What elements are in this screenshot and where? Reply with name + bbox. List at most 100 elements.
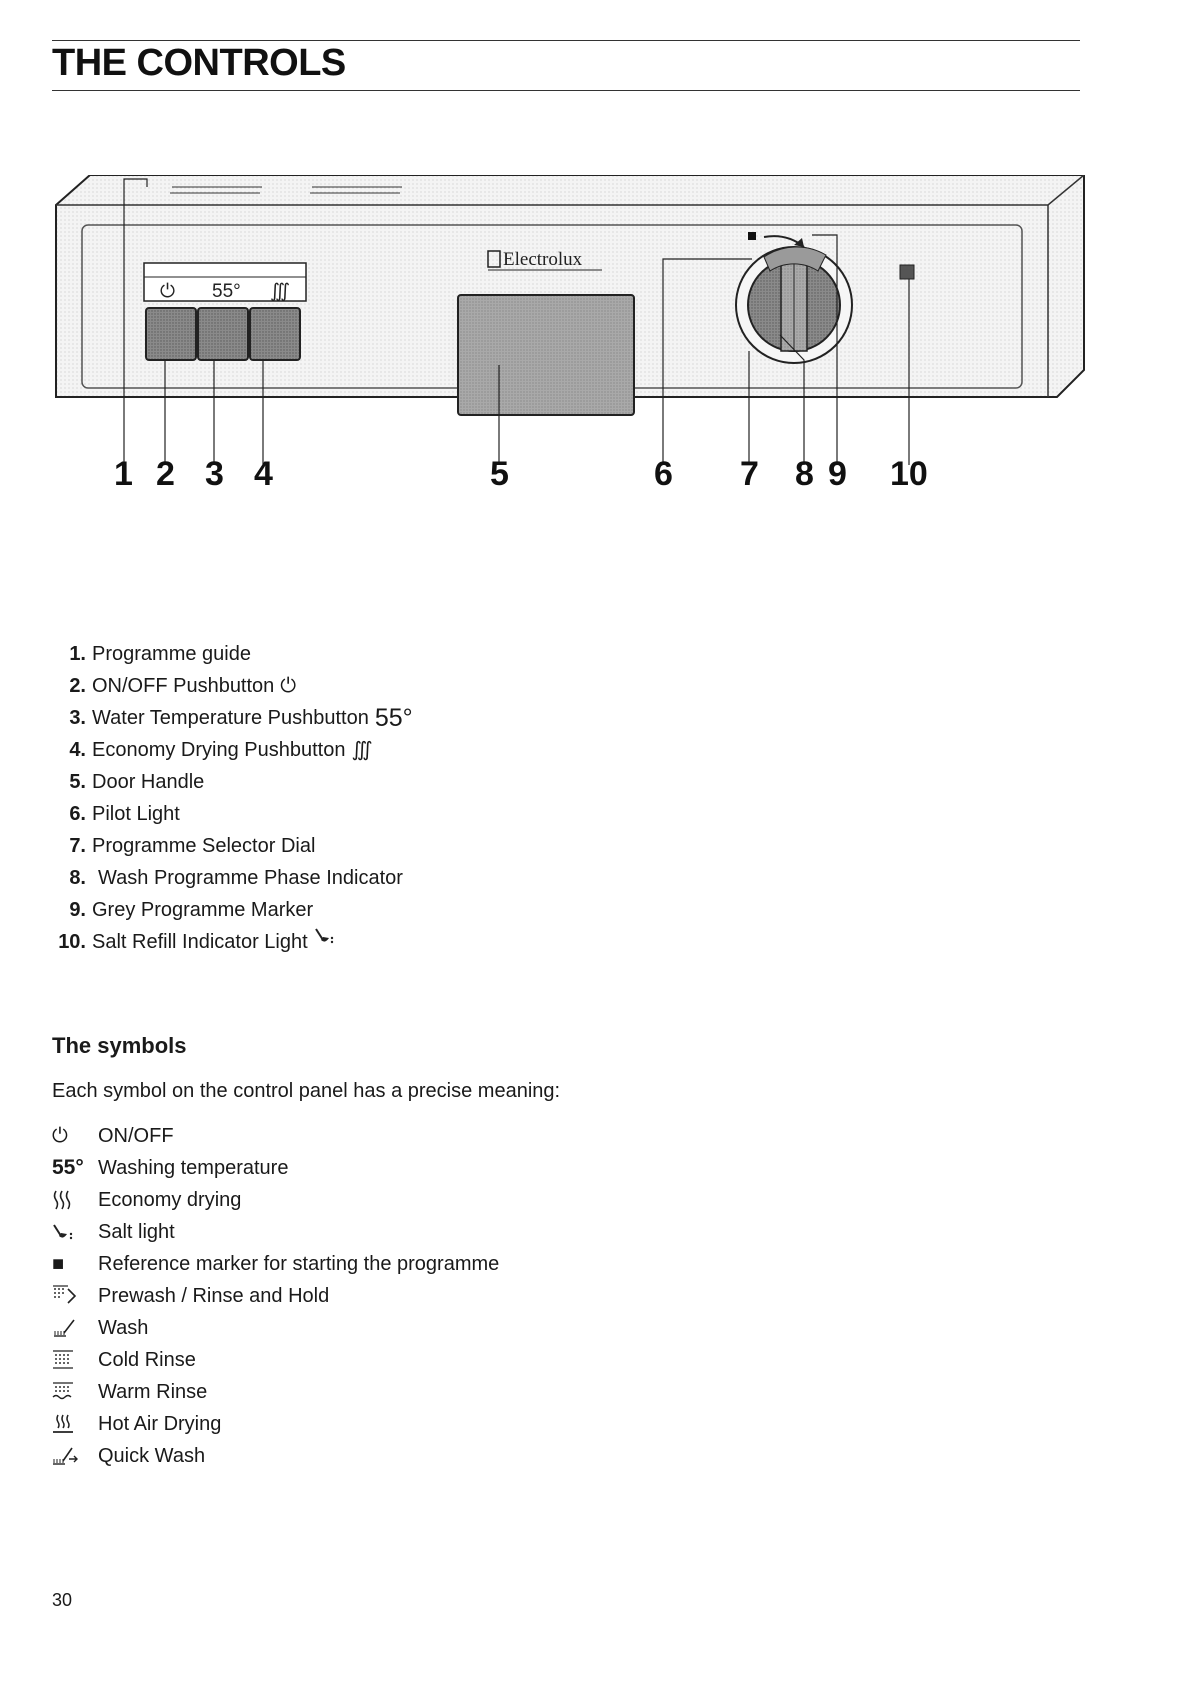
economy-drying-icon: ∭ [351,739,373,761]
salt-refill-indicator-light [899,264,915,280]
symbol-label: Warm Rinse [98,1381,208,1403]
page-title: THE CONTROLS [52,42,346,84]
callout-2: 2 [156,455,175,493]
symbol-row: Prewash / Rinse and Hold [52,1280,499,1312]
symbol-row: ■ Reference marker for starting the progr… [52,1248,499,1280]
quick-wash-icon [52,1445,98,1467]
hot-air-drying-icon [52,1413,98,1435]
symbol-row: Warm Rinse [52,1376,499,1408]
symbol-label: Cold Rinse [98,1349,196,1371]
item-label: Grey Programme Marker [92,899,314,921]
symbol-row: ⏻ ON/OFF [52,1120,499,1152]
wash-icon [52,1317,98,1339]
item-number: 6. [69,803,86,825]
cold-rinse-icon [52,1349,98,1371]
symbol-row: Salt light [52,1216,499,1248]
symbol-row: Wash [52,1312,499,1344]
controls-list: 1. Programme guide 2. ON/OFF Pushbutton⏻ 3… [52,638,413,958]
callout-10: 10 [890,455,928,493]
item-label: Salt Refill Indicator Light [92,931,308,953]
top-rule [52,40,1080,41]
item-number: 7. [69,835,86,857]
on-off-icon: ⏻ [52,1125,68,1147]
temperature-pushbutton[interactable] [197,307,249,361]
list-item: 6. Pilot Light [52,798,413,830]
salt-icon [52,1222,98,1242]
symbol-label: Reference marker for starting the progra… [98,1253,500,1275]
list-item: 7. Programme Selector Dial [52,830,413,862]
symbol-label: Prewash / Rinse and Hold [98,1285,330,1307]
list-item: 8.Wash Programme Phase Indicator [52,862,413,894]
item-label: Water Temperature Pushbutton [92,707,369,729]
symbol-row: Quick Wash [52,1440,499,1472]
item-label: ON/OFF Pushbutton [92,675,275,697]
page-number: 30 [52,1590,73,1610]
item-label: Pilot Light [92,803,180,825]
symbol-row: 55° Washing temperature [52,1152,499,1184]
brand-wordmark: Electrolux [503,249,583,270]
callout-7: 7 [740,455,759,493]
door-handle[interactable] [457,294,635,416]
callout-4: 4 [254,455,273,493]
list-item: 4. Economy Drying Pushbutton∭ [52,734,413,766]
item-label: Door Handle [92,771,205,793]
arrow-head-icon [794,238,804,247]
callout-1: 1 [114,455,133,493]
temperature-55-icon: 55° [52,1156,84,1179]
list-item: 2. ON/OFF Pushbutton⏻ [52,670,413,702]
item-number: 10. [58,931,86,953]
callout-6: 6 [654,455,673,493]
symbols-list: ⏻ ON/OFF 55° Washing temperature Economy d… [52,1120,499,1472]
item-number: 1. [69,643,86,665]
symbol-label: Salt light [98,1221,175,1243]
brand-logo: Electrolux [487,249,602,271]
list-item: 1. Programme guide [52,638,413,670]
item-number: 3. [69,707,86,729]
on-off-strip-icon: ⏻ [160,281,175,302]
callout-9: 9 [828,455,847,493]
symbol-label: Economy drying [98,1189,242,1211]
callout-8: 8 [795,455,814,493]
symbols-heading: The symbols [52,1033,187,1058]
list-item: 5. Door Handle [52,766,413,798]
list-item: 9. Grey Programme Marker [52,894,413,926]
item-label: Economy Drying Pushbutton [92,739,346,761]
symbol-label: Wash [98,1317,149,1339]
drying-strip-icon: ∭ [270,281,290,302]
temperature-55-icon: 55° [374,704,413,732]
symbol-row: Cold Rinse [52,1344,499,1376]
item-number: 2. [69,675,86,697]
item-number: 4. [69,739,86,761]
callout-5: 5 [490,455,509,493]
reference-marker-icon: ■ [52,1253,65,1275]
symbol-row: Economy drying [52,1184,499,1216]
reference-marker [748,232,756,240]
symbol-label: Hot Air Drying [98,1413,222,1435]
item-number: 9. [69,899,86,921]
economy-drying-icon [52,1189,98,1211]
symbol-row: Hot Air Drying [52,1408,499,1440]
symbol-label: Quick Wash [98,1445,206,1467]
item-label: Programme Selector Dial [92,835,316,857]
prewash-icon [52,1285,98,1307]
symbol-label: Washing temperature [98,1157,289,1179]
item-number: 5. [69,771,86,793]
control-panel-diagram: ⏻ 55° ∭ Electrolux 1 2 3 [55,175,1085,493]
callout-leader-lines [123,178,910,465]
on-off-icon: ⏻ [280,675,297,697]
temp-strip-label: 55° [212,281,241,302]
symbol-label: ON/OFF [98,1125,174,1147]
callout-3: 3 [205,455,224,493]
title-underline [52,90,1080,91]
on-off-pushbutton[interactable] [145,307,197,361]
item-label: Programme guide [92,643,251,665]
programme-guide: ⏻ 55° ∭ [143,262,307,302]
list-item: 10. Salt Refill Indicator Light [52,926,413,958]
salt-icon [314,928,333,944]
economy-drying-pushbutton[interactable] [249,307,301,361]
programme-selector-dial[interactable] [735,246,853,364]
symbols-intro: Each symbol on the control panel has a p… [52,1080,561,1102]
item-label: Wash Programme Phase Indicator [98,867,403,889]
warm-rinse-icon [52,1381,98,1403]
